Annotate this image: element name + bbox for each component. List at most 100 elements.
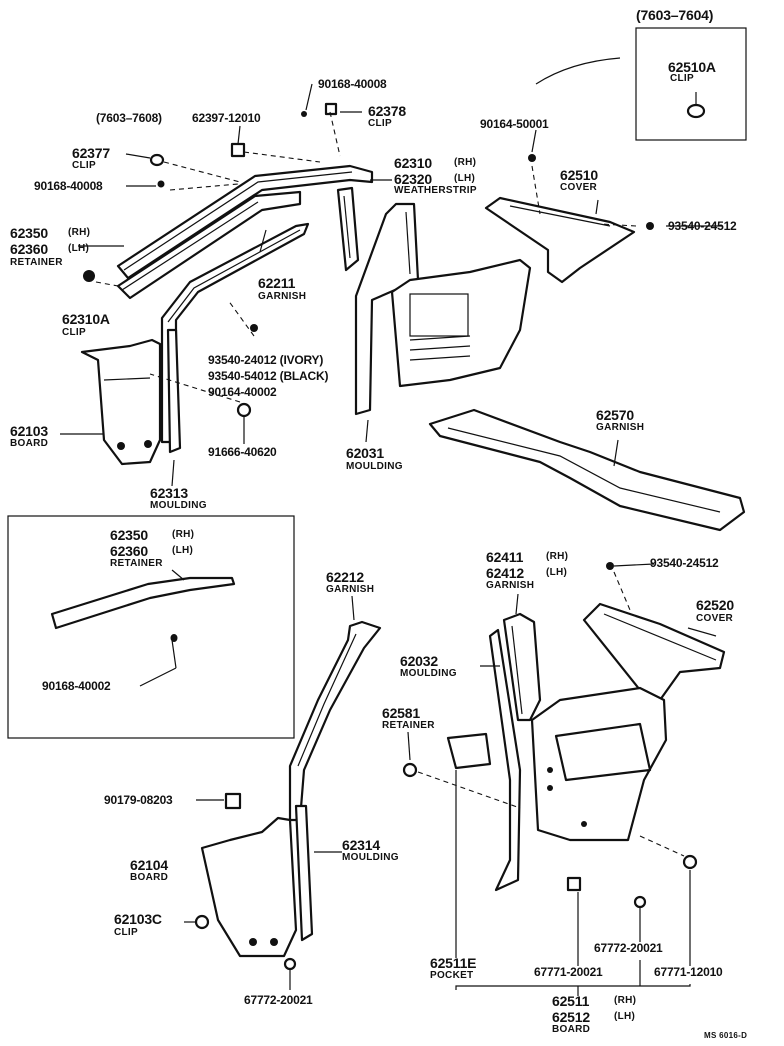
moulding-62032-part	[488, 628, 522, 892]
label-67771-20021: 67771-20021	[534, 965, 603, 979]
clip-62510A-part	[686, 92, 706, 119]
garnish-62570-part	[428, 408, 746, 532]
label-62411-num: 62411	[486, 549, 524, 565]
label-62360-a-suffix: (LH)	[68, 243, 90, 254]
garnish-62212-part	[288, 620, 382, 822]
label-62032-num: 62032	[400, 653, 438, 669]
label-62031-num: 62031	[346, 445, 384, 461]
label-93540-24012: 93540-24012 (IVORY)	[208, 353, 324, 367]
label-90179: 90179-08203	[104, 793, 173, 807]
label-62412-name: GARNISH	[486, 580, 535, 591]
label-62310A-num: 62310A	[62, 311, 110, 327]
label-90164-50001: 90164-50001	[480, 117, 549, 131]
inset-box-retainer	[7, 515, 295, 739]
moulding-62314-part	[294, 804, 314, 942]
label-62520-name: COVER	[696, 613, 734, 624]
label-62314-num: 62314	[342, 837, 380, 853]
board-62104-part	[200, 816, 298, 958]
label-62103C-num: 62103C	[114, 911, 162, 927]
label-93540-54012: 93540-54012 (BLACK)	[208, 369, 329, 383]
label-62350-a-num: 62350	[10, 225, 48, 241]
label-62320-num: 62320	[394, 171, 432, 187]
label-62512-num: 62512	[552, 1009, 590, 1025]
label-62310A-name: CLIP	[62, 327, 86, 338]
inset-pointer	[535, 57, 621, 85]
label-62520-num: 62520	[696, 597, 734, 613]
date-range-top: (7603–7604)	[636, 7, 714, 23]
label-62103C-name: CLIP	[114, 927, 138, 938]
label-62350-b-suffix: (RH)	[172, 529, 195, 540]
garnish-62411-part	[502, 612, 542, 722]
label-67772-a: 67772-20021	[244, 993, 313, 1007]
label-62510A-num: 62510A	[668, 59, 716, 75]
label-62512-suffix: (LH)	[614, 1011, 636, 1022]
retainer-62350-part	[116, 190, 302, 300]
label-62511-suffix: (RH)	[614, 995, 637, 1006]
label-62310-suffix: (RH)	[454, 157, 477, 168]
moulding-62031-part	[354, 202, 420, 416]
weatherstrip-62310-part	[116, 164, 374, 280]
inset-box-top	[635, 27, 747, 141]
label-67771-12010: 67771-12010	[654, 965, 723, 979]
label-91666: 91666-40620	[208, 445, 277, 459]
label-62103-num: 62103	[10, 423, 48, 439]
label-62581-name: RETAINER	[382, 720, 435, 731]
date-range-left: (7603–7608)	[96, 111, 162, 125]
fasteners-lower-right	[402, 762, 698, 909]
label-62510-name: COVER	[560, 182, 598, 193]
fasteners-lower-left	[194, 792, 297, 971]
label-62320-name: WEATHERSTRIP	[394, 185, 477, 196]
label-62510-num: 62510	[560, 167, 598, 183]
retainer-62350-inset-part	[50, 576, 236, 669]
label-62378-name: CLIP	[368, 118, 392, 129]
label-62377-num: 62377	[72, 145, 110, 161]
label-62510A-name: CLIP	[670, 73, 694, 84]
label-62104-name: BOARD	[130, 872, 169, 883]
label-62350-b-num: 62350	[110, 527, 148, 543]
pocket-62511E-part	[446, 732, 492, 770]
moulding-62313-part	[166, 328, 182, 454]
board-62511-part	[530, 686, 668, 842]
label-62377-name: CLIP	[72, 160, 96, 171]
label-93540-24512-b: 93540-24512	[650, 556, 719, 570]
label-62211-name: GARNISH	[258, 291, 307, 302]
label-62104-num: 62104	[130, 857, 168, 873]
label-62397: 62397-12010	[192, 111, 261, 125]
label-90164-40002: 90164-40002	[208, 385, 277, 399]
cover-62510-part	[484, 196, 636, 284]
label-62378-num: 62378	[368, 103, 406, 119]
label-62211-num: 62211	[258, 275, 296, 291]
fasteners-upper-left	[83, 102, 654, 570]
label-62412-num: 62412	[486, 565, 524, 581]
label-62313-name: MOULDING	[150, 500, 207, 511]
label-62360-a-num: 62360	[10, 241, 48, 257]
label-62212-name: GARNISH	[326, 584, 375, 595]
label-62032-name: MOULDING	[400, 668, 457, 679]
label-67772-b: 67772-20021	[594, 941, 663, 955]
label-62031-name: MOULDING	[346, 461, 403, 472]
label-62512-name: BOARD	[552, 1024, 591, 1035]
label-62511-num: 62511	[552, 993, 590, 1009]
label-62350-a-suffix: (RH)	[68, 227, 91, 238]
label-62581-num: 62581	[382, 705, 420, 721]
label-62360-b-name: RETAINER	[110, 558, 163, 569]
label-62103-name: BOARD	[10, 438, 49, 449]
label-62412-suffix: (LH)	[546, 567, 568, 578]
label-62313-num: 62313	[150, 485, 188, 501]
label-62570-num: 62570	[596, 407, 634, 423]
assembly-lines	[95, 111, 685, 857]
label-62360-b-suffix: (LH)	[172, 545, 194, 556]
label-62570-name: GARNISH	[596, 422, 645, 433]
label-62511E-name: POCKET	[430, 970, 474, 981]
label-90168-40008-a: 90168-40008	[318, 77, 387, 91]
label-62320-suffix: (LH)	[454, 173, 476, 184]
leader-lines	[60, 83, 722, 996]
door-trim-panel-part	[390, 258, 532, 388]
label-62212-num: 62212	[326, 569, 364, 585]
label-90168-40008-b: 90168-40008	[34, 179, 103, 193]
label-62360-a-name: RETAINER	[10, 257, 63, 268]
label-93540-24512-a: 93540-24512	[668, 219, 737, 233]
label-62511E-num: 62511E	[430, 955, 477, 971]
